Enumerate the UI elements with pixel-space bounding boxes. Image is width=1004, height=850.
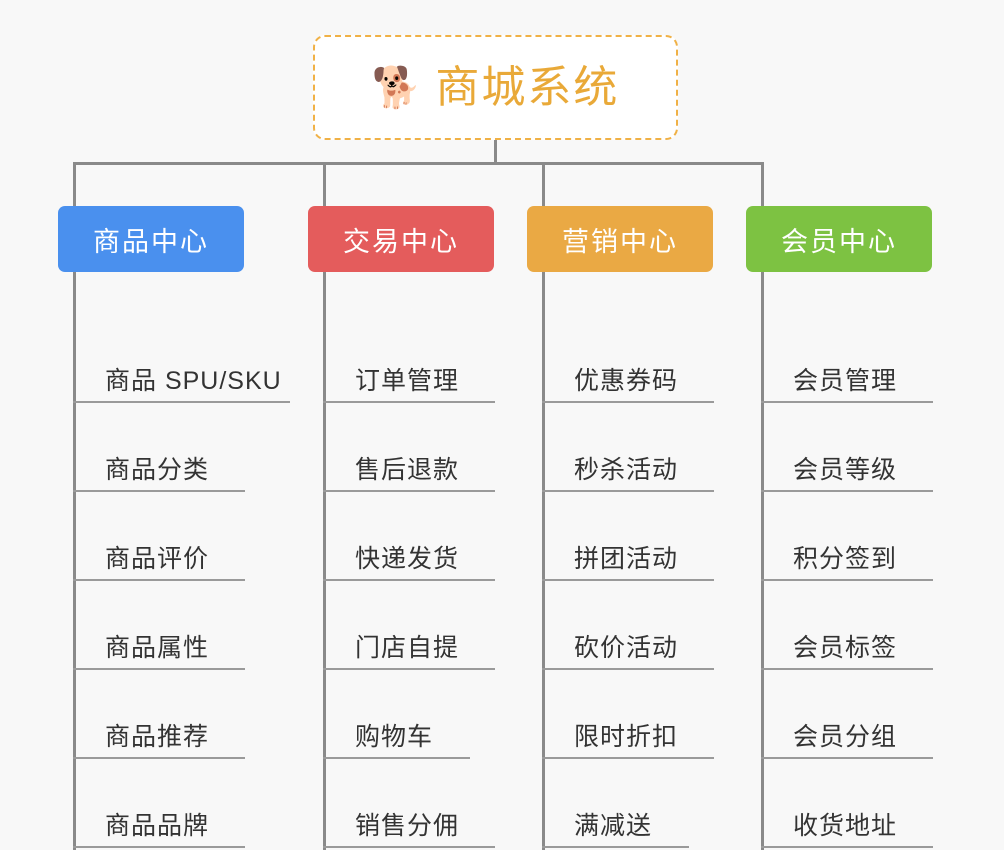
leaf-label: 拼团活动: [574, 544, 679, 573]
leaf-label: 商品分类: [105, 455, 210, 484]
leaf-label: 会员分组: [793, 722, 898, 751]
leaf-item[interactable]: 快递发货: [323, 492, 495, 581]
leaf-label: 限时折扣: [574, 722, 679, 751]
leaf-label: 订单管理: [355, 366, 460, 395]
leaf-item[interactable]: 商品品牌: [73, 759, 245, 848]
leaf-label: 会员等级: [793, 455, 898, 484]
trunk-line-member-center: [761, 272, 764, 850]
leaf-label: 快递发货: [355, 544, 460, 573]
category-label: 会员中心: [781, 226, 897, 257]
leaf-item[interactable]: 商品属性: [73, 581, 245, 670]
trunk-line-trade-center: [323, 272, 326, 850]
category-box-trade-center[interactable]: 交易中心: [308, 206, 494, 272]
leaf-label: 门店自提: [355, 633, 460, 662]
column-trade-center: 交易中心订单管理售后退款快递发货门店自提购物车销售分佣: [308, 206, 495, 850]
connector-drop-product-center: [73, 162, 76, 206]
column-marketing-center: 营销中心优惠券码秒杀活动拼团活动砍价活动限时折扣满减送: [527, 206, 714, 850]
leaf-label: 商品推荐: [105, 722, 210, 751]
leaf-item[interactable]: 商品评价: [73, 492, 245, 581]
column-product-center: 商品中心商品 SPU/SKU 商品分类商品评价商品属性商品推荐商品品牌: [58, 206, 290, 850]
connector-horizontal-bar: [73, 162, 764, 165]
leaf-label: 商品属性: [105, 633, 210, 662]
category-label: 营销中心: [562, 226, 678, 257]
leaf-item[interactable]: 商品分类: [73, 403, 245, 492]
leaf-label: 购物车: [355, 722, 434, 751]
leaf-item[interactable]: 秒杀活动: [542, 403, 714, 492]
leaf-label: 收货地址: [793, 811, 898, 840]
leaf-item[interactable]: 会员等级: [761, 403, 933, 492]
leaf-label: 砍价活动: [574, 633, 679, 662]
leaf-label: 商品 SPU/SKU: [105, 366, 282, 395]
root-node-title: 商城系统: [435, 62, 620, 112]
leaf-item[interactable]: 购物车: [323, 670, 470, 759]
connector-drop-trade-center: [323, 162, 326, 206]
connector-drop-member-center: [761, 162, 764, 206]
leaf-label: 会员管理: [793, 366, 898, 395]
leaf-item[interactable]: 优惠券码: [542, 314, 714, 403]
leaf-item[interactable]: 限时折扣: [542, 670, 714, 759]
leaf-item[interactable]: 会员分组: [761, 670, 933, 759]
leaf-label: 商品评价: [105, 544, 210, 573]
leaf-label: 满减送: [574, 811, 653, 840]
leaf-item[interactable]: 销售分佣: [323, 759, 495, 848]
leaf-item[interactable]: 商品推荐: [73, 670, 245, 759]
shiba-dog-icon: 🐕: [371, 65, 422, 110]
leaf-item[interactable]: 商品 SPU/SKU: [73, 314, 290, 403]
category-box-marketing-center[interactable]: 营销中心: [527, 206, 713, 272]
leaf-item[interactable]: 拼团活动: [542, 492, 714, 581]
leaf-item[interactable]: 收货地址: [761, 759, 933, 848]
trunk-line-product-center: [73, 272, 76, 850]
leaf-item[interactable]: 售后退款: [323, 403, 495, 492]
column-member-center: 会员中心会员管理会员等级积分签到会员标签会员分组收货地址: [746, 206, 933, 850]
leaf-label: 积分签到: [793, 544, 898, 573]
root-node-shop-system[interactable]: 🐕 商城系统: [313, 35, 678, 140]
connector-drop-marketing-center: [542, 162, 545, 206]
leaf-label: 优惠券码: [574, 366, 679, 395]
trunk-line-marketing-center: [542, 272, 545, 850]
category-label: 交易中心: [343, 226, 459, 257]
connector-root-stem: [494, 140, 497, 165]
category-box-member-center[interactable]: 会员中心: [746, 206, 932, 272]
leaf-label: 商品品牌: [105, 811, 210, 840]
leaf-item[interactable]: 砍价活动: [542, 581, 714, 670]
leaf-item[interactable]: 会员标签: [761, 581, 933, 670]
leaf-label: 售后退款: [355, 455, 460, 484]
category-label: 商品中心: [93, 226, 209, 257]
leaf-label: 秒杀活动: [574, 455, 679, 484]
leaf-item[interactable]: 满减送: [542, 759, 689, 848]
category-box-product-center[interactable]: 商品中心: [58, 206, 244, 272]
leaf-item[interactable]: 会员管理: [761, 314, 933, 403]
leaf-label: 销售分佣: [355, 811, 460, 840]
leaf-item[interactable]: 订单管理: [323, 314, 495, 403]
leaf-label: 会员标签: [793, 633, 898, 662]
leaf-item[interactable]: 积分签到: [761, 492, 933, 581]
leaf-item[interactable]: 门店自提: [323, 581, 495, 670]
